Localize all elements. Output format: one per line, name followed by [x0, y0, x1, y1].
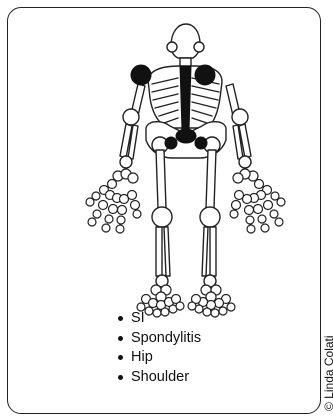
bullet-icon	[118, 316, 123, 321]
legend-item-label: SI	[131, 309, 145, 329]
bullet-icon	[118, 355, 123, 360]
elbow-left	[123, 109, 139, 125]
forearm-right	[233, 124, 251, 159]
legend-item: Hip	[118, 348, 201, 368]
shoulder-joint-right	[195, 65, 215, 85]
wrist-left	[120, 156, 132, 168]
copyright-credit: © Linda Colati	[322, 335, 333, 411]
jaw-joint-left	[167, 42, 177, 52]
lower-leg-left	[156, 227, 170, 276]
lower-leg-right	[202, 227, 216, 276]
condition-legend: SI Spondylitis Hip Shoulder	[118, 309, 201, 387]
wrist-right	[239, 156, 251, 168]
elbow-right	[232, 109, 248, 125]
hand-left	[86, 169, 141, 233]
jaw-joint-right	[194, 42, 204, 52]
hand-right	[230, 169, 285, 233]
forearm-left	[120, 124, 138, 159]
legend-item-label: Hip	[131, 348, 153, 368]
knee-right	[200, 207, 220, 227]
spine-highlight	[180, 66, 191, 130]
legend-item: SI	[118, 309, 201, 329]
knee-left	[152, 207, 172, 227]
sacroiliac-highlight	[176, 129, 196, 143]
legend-item-label: Shoulder	[131, 368, 189, 388]
shoulder-joint-left	[131, 65, 151, 85]
bullet-icon	[118, 336, 123, 341]
femur-left	[156, 150, 166, 208]
hip-joint-left-highlight	[165, 137, 177, 149]
bullet-icon	[118, 375, 123, 380]
femur-right	[206, 150, 216, 208]
legend-item: Spondylitis	[118, 329, 201, 349]
hip-joint-right-highlight	[195, 137, 207, 149]
skull	[171, 24, 200, 58]
legend-item: Shoulder	[118, 368, 201, 388]
legend-item-label: Spondylitis	[131, 329, 201, 349]
